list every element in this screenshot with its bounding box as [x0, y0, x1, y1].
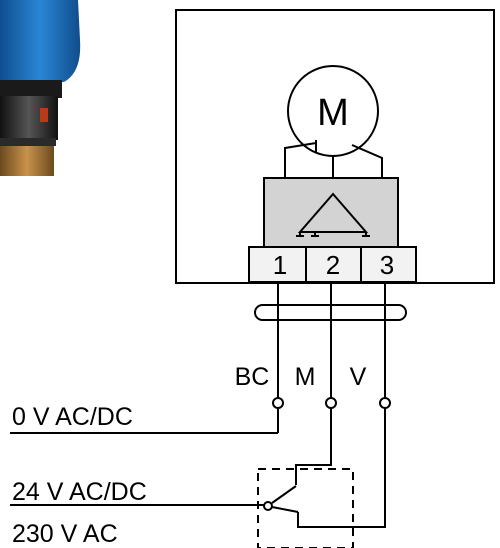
control-module [263, 177, 399, 248]
switch-box [257, 468, 354, 548]
motor-lead-left [284, 140, 317, 178]
node-m [325, 397, 337, 409]
terminal-block [248, 246, 417, 283]
switch-pivot [263, 501, 273, 511]
terminal-2-label: 2 [326, 250, 340, 280]
switch-contact-upper [271, 485, 297, 504]
wire-m-down [295, 408, 332, 485]
wire-label-m: M [295, 363, 316, 391]
delta-triangle-icon [296, 192, 370, 237]
motor-label: M [317, 92, 349, 134]
switch-contact-lower [271, 506, 299, 513]
terminal-3-label: 3 [380, 250, 394, 280]
wire-label-v: V [350, 363, 367, 391]
actuator-photo-icon [0, 0, 81, 176]
motor-lead-right [351, 144, 383, 178]
wire-v-down [297, 408, 386, 528]
supply-label-230v: 230 V AC [12, 520, 118, 548]
terminal-1-label: 1 [273, 250, 287, 280]
wire-label-bc: BC [235, 363, 270, 391]
supply-label-24v: 24 V AC/DC [12, 478, 147, 506]
supply-label-0v: 0 V AC/DC [12, 403, 133, 431]
node-v [379, 397, 391, 409]
node-bc [272, 397, 284, 409]
